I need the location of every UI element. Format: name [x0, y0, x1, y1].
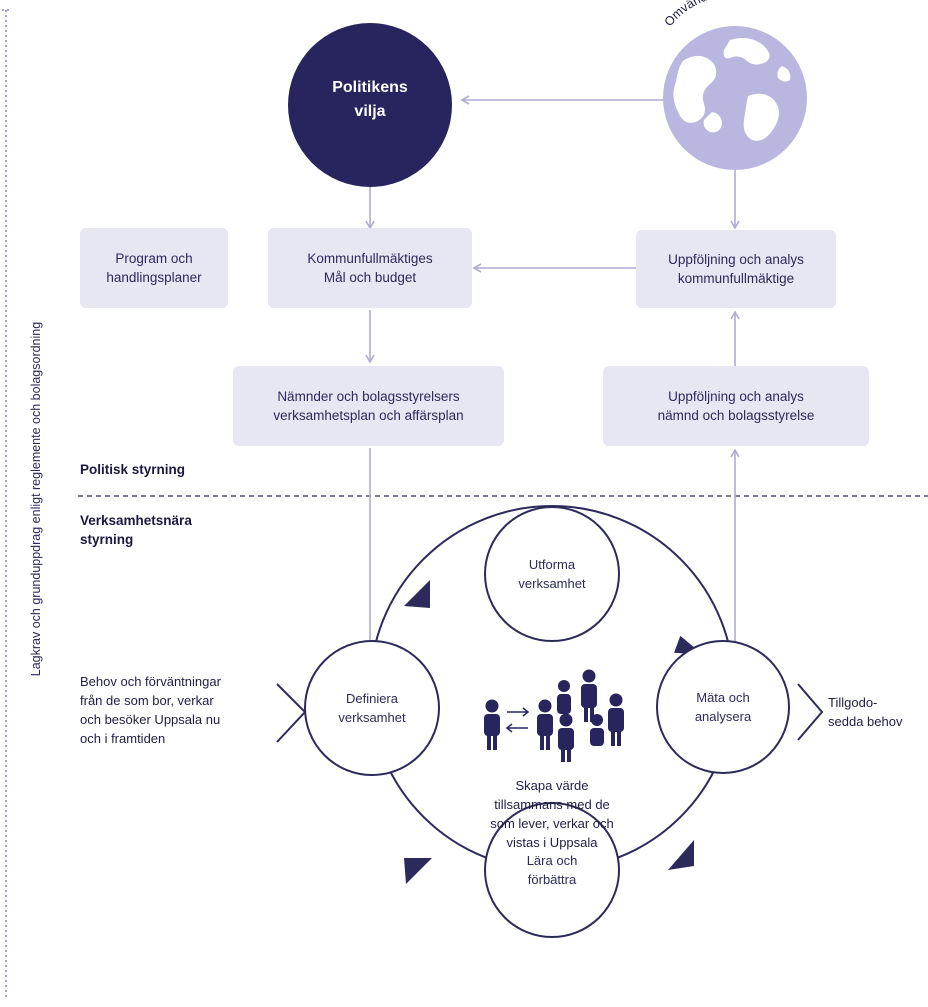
- globe-icon: [663, 26, 807, 170]
- chevron-right-icon: [276, 683, 307, 743]
- input-needs-text: Behov och förväntningar från de som bor,…: [80, 674, 221, 746]
- chevron-right-icon: [797, 683, 824, 741]
- cycle-node-mata: Mäta och analysera: [656, 640, 790, 774]
- cycle-node-lara: Lära och förbättra: [484, 802, 620, 938]
- politikens-vilja-circle: [288, 23, 452, 187]
- uppfoljning-namnd-box: Uppföljning och analys nämnd och bolagss…: [603, 366, 869, 446]
- kf-mal-box: Kommunfullmäktiges Mål och budget: [268, 228, 472, 308]
- output-needs-text: Tillgodo- sedda behov: [828, 695, 903, 729]
- triangle-arrow-icon: [668, 840, 694, 870]
- section-political-label: Politisk styrning: [80, 462, 186, 477]
- cycle-node-utforma: Utforma verksamhet: [484, 506, 620, 642]
- politikens-vilja-label: Politikens vilja: [332, 79, 408, 120]
- exchange-arrows-icon: [505, 707, 530, 733]
- triangle-arrow-icon: [404, 580, 430, 608]
- people-group-icon: [484, 669, 624, 762]
- triangle-arrow-icon: [404, 858, 432, 884]
- program-box: Program och handlingsplaner: [80, 228, 228, 308]
- omvarldsanalys-label: Omvärldsanalys: [662, 0, 752, 29]
- cycle-center-text: Skapa värde tillsammans med de som lever…: [490, 778, 614, 850]
- cycle-node-definiera: Definiera verksamhet: [304, 640, 440, 776]
- section-operational-label: Verksamhetsnära styrning: [80, 513, 192, 547]
- uppfoljning-kf-box: Uppföljning och analys kommunfullmäktige: [636, 230, 836, 308]
- namnder-plan-box: Nämnder och bolagsstyrelsers verksamhets…: [233, 366, 504, 446]
